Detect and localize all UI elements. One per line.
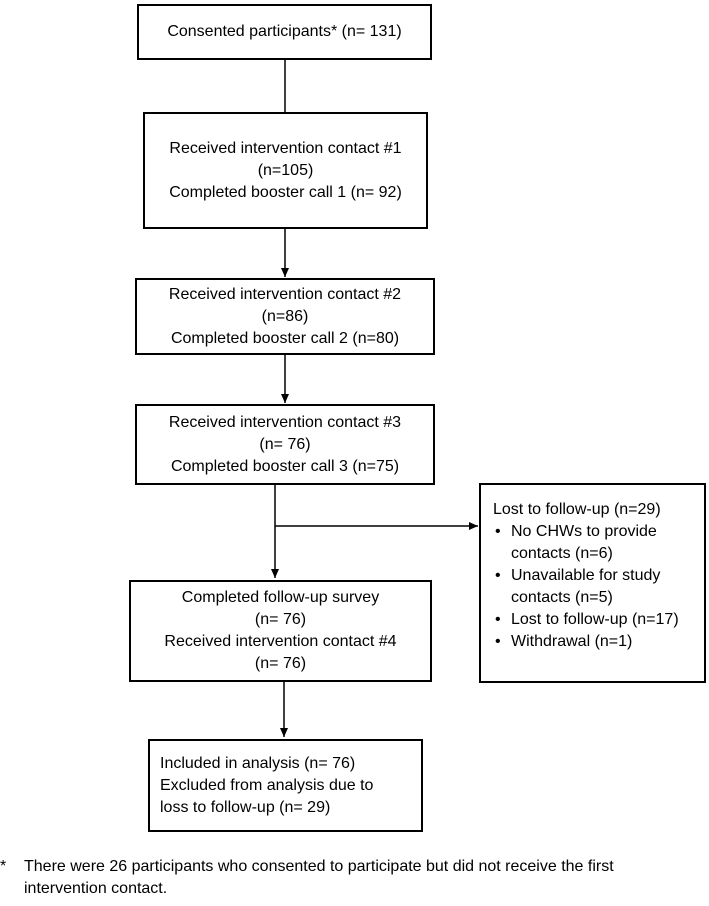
box-contact-3-line: Received intervention contact #3 bbox=[168, 413, 402, 431]
lost-reason-item: No CHWs to provide contacts (n=6) bbox=[493, 521, 694, 565]
box-contact-2: Received intervention contact #2 (n=86) … bbox=[135, 278, 435, 355]
box-analysis-line: Included in analysis (n= 76) bbox=[160, 754, 356, 772]
footnote-mark: * bbox=[0, 858, 7, 875]
box-contact-2-line: Received intervention contact #2 bbox=[168, 285, 402, 303]
lost-reason-item: Withdrawal (n=1) bbox=[493, 631, 694, 653]
box-lost-to-follow-up: Lost to follow-up (n=29) No CHWs to prov… bbox=[479, 483, 706, 683]
lost-reason-line: No CHWs to provide bbox=[511, 523, 657, 540]
box-analysis-line: Excluded from analysis due to bbox=[160, 776, 374, 794]
lost-reason-line: Withdrawal (n=1) bbox=[511, 633, 633, 650]
box-consented: Consented participants* (n= 131) bbox=[137, 4, 432, 60]
lost-reason-item: Lost to follow-up (n=17) bbox=[493, 609, 694, 631]
box-contact-2-line: (n=86) bbox=[261, 307, 309, 325]
box-consented-line: Consented participants* (n= 131) bbox=[167, 23, 402, 40]
lost-reason-line: contacts (n=5) bbox=[511, 589, 613, 606]
box-contact-1-line: Received intervention contact #1 bbox=[169, 139, 402, 157]
box-contact-1: Received intervention contact #1 (n=105)… bbox=[143, 112, 428, 229]
lost-reason-item: Unavailable for study contacts (n=5) bbox=[493, 565, 694, 609]
lost-reason-line: Lost to follow-up (n=17) bbox=[511, 611, 679, 628]
lost-reason-line: contacts (n=6) bbox=[511, 545, 613, 562]
lost-title: Lost to follow-up (n=29) bbox=[493, 501, 661, 518]
box-contact-2-line: Completed booster call 2 (n=80) bbox=[170, 329, 400, 347]
footnote-text: There were 26 participants who consented… bbox=[24, 858, 614, 897]
box-analysis: Included in analysis (n= 76) Excluded fr… bbox=[148, 739, 423, 832]
box-contact-3: Received intervention contact #3 (n= 76)… bbox=[135, 404, 435, 485]
box-contact-1-line: Completed booster call 1 (n= 92) bbox=[169, 183, 402, 201]
box-contact-1-line: (n=105) bbox=[257, 161, 314, 179]
box-follow-up-line: Received intervention contact #4 bbox=[164, 633, 397, 650]
box-follow-up-line: (n= 76) bbox=[254, 611, 307, 628]
box-follow-up-survey: Completed follow-up survey (n= 76) Recei… bbox=[129, 580, 432, 682]
lost-reasons-list: No CHWs to provide contacts (n=6) Unavai… bbox=[493, 521, 694, 653]
lost-reason-line: Unavailable for study bbox=[511, 567, 661, 584]
box-analysis-line: loss to follow-up (n= 29) bbox=[160, 798, 331, 816]
box-follow-up-line: (n= 76) bbox=[254, 655, 307, 672]
box-follow-up-line: Completed follow-up survey bbox=[181, 589, 380, 606]
box-contact-3-line: (n= 76) bbox=[259, 435, 311, 453]
box-contact-3-line: Completed booster call 3 (n=75) bbox=[170, 457, 400, 475]
